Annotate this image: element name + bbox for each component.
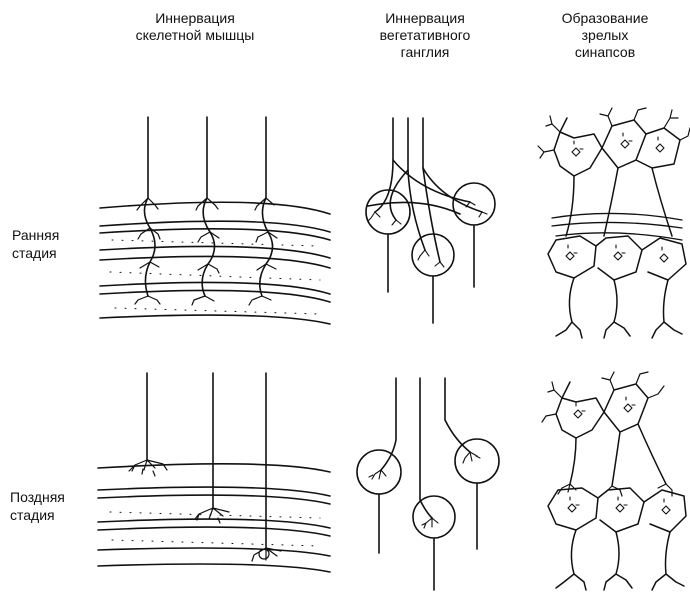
presynaptic-nuclei-early <box>572 133 664 156</box>
muscle-fibers-late <box>98 464 330 572</box>
muscle-fibers-early <box>100 202 330 324</box>
ganglion-cell-axons-early <box>388 225 474 323</box>
synapses-late <box>542 372 686 590</box>
postsynaptic-nuclei-late <box>568 497 670 514</box>
muscle-early <box>100 117 330 324</box>
ganglion-cells-early <box>366 183 495 276</box>
muscle-late <box>98 373 330 572</box>
motor-axons-late <box>147 373 266 548</box>
postsynaptic-nuclei-early <box>566 245 668 262</box>
synapses-early <box>538 108 690 338</box>
motor-axons-early <box>144 117 272 296</box>
ganglion-late <box>357 378 499 590</box>
postsynaptic-axons-early <box>556 278 682 338</box>
postsynaptic-cells-late <box>548 488 686 532</box>
ganglion-early <box>366 118 495 323</box>
nerve-terminals-early <box>135 198 277 305</box>
axon-columns-early <box>566 168 672 236</box>
endplates-late <box>129 460 281 561</box>
presynaptic-cells-early <box>554 118 680 176</box>
synaptic-boundary-early <box>552 213 682 240</box>
muscle-texture-early <box>110 240 320 314</box>
presynaptic-cells-late <box>556 382 648 438</box>
postsynaptic-axons-late <box>556 530 684 590</box>
